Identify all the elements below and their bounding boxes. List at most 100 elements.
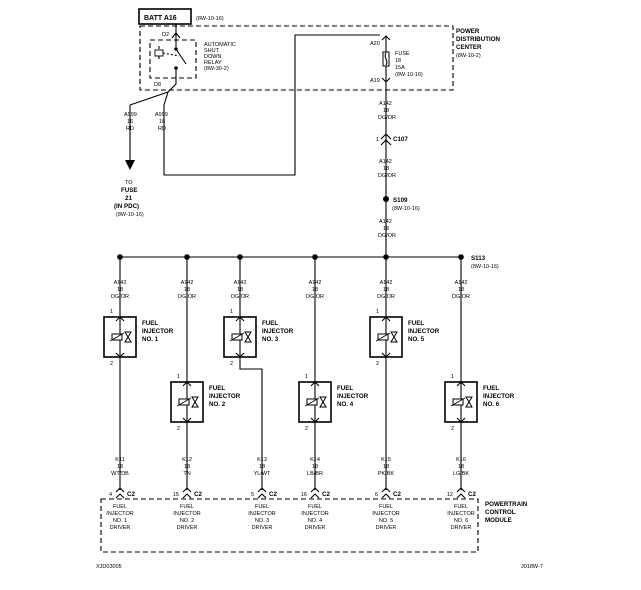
- svg-text:FUEL: FUEL: [408, 320, 424, 327]
- svg-text:K16: K16: [456, 457, 466, 463]
- svg-text:DG/OR: DG/OR: [378, 173, 396, 179]
- svg-text:INJECTOR: INJECTOR: [248, 511, 275, 517]
- pdc-boundary: [139, 25, 454, 91]
- svg-text:A142: A142: [181, 280, 194, 286]
- svg-text:(8W-10-16): (8W-10-16): [116, 212, 144, 218]
- svg-text:FUEL: FUEL: [209, 385, 225, 392]
- wire-label-a142-2: A142 18 DG/OR: [378, 159, 396, 179]
- fuse-15a: A20 A19 FUSE 18 15A (8W-10-16): [370, 35, 423, 84]
- svg-text:K12: K12: [182, 457, 192, 463]
- svg-text:(8W-10-2): (8W-10-2): [456, 53, 481, 59]
- wire-label-a999-right: A999 16 RD: [155, 112, 168, 132]
- svg-text:NO. 5: NO. 5: [379, 518, 393, 524]
- svg-text:1: 1: [230, 309, 233, 315]
- svg-text:18: 18: [237, 287, 243, 293]
- svg-text:C2: C2: [269, 491, 277, 498]
- svg-text:S109: S109: [393, 197, 408, 204]
- svg-text:1: 1: [451, 374, 454, 380]
- svg-text:18: 18: [117, 464, 123, 470]
- svg-text:A142: A142: [379, 219, 392, 225]
- svg-text:2: 2: [305, 426, 308, 432]
- svg-text:NO. 4: NO. 4: [337, 401, 354, 408]
- svg-text:RD: RD: [158, 126, 166, 132]
- svg-text:18: 18: [184, 287, 190, 293]
- svg-text:AUTOMATIC: AUTOMATIC: [204, 42, 236, 48]
- svg-text:INJECTOR: INJECTOR: [447, 511, 474, 517]
- splice-s113-label: S113 (8W-10-16): [471, 255, 499, 270]
- svg-text:15A: 15A: [395, 65, 405, 71]
- svg-text:K13: K13: [257, 457, 267, 463]
- svg-text:2: 2: [451, 426, 454, 432]
- svg-text:INJECTOR: INJECTOR: [209, 393, 241, 400]
- svg-text:FUSE: FUSE: [121, 187, 138, 194]
- svg-text:C2: C2: [194, 491, 202, 498]
- svg-text:LG/BK: LG/BK: [453, 471, 470, 477]
- svg-text:DG/OR: DG/OR: [178, 294, 196, 300]
- svg-text:INJECTOR: INJECTOR: [173, 511, 200, 517]
- batt-ref: (8W-10-16): [196, 16, 224, 22]
- svg-text:1: 1: [110, 309, 113, 315]
- svg-text:(8W-30-2): (8W-30-2): [204, 66, 229, 72]
- svg-text:(8W-10-16): (8W-10-16): [471, 264, 499, 270]
- svg-text:TN: TN: [183, 471, 190, 477]
- svg-text:18: 18: [458, 464, 464, 470]
- svg-text:NO. 2: NO. 2: [180, 518, 194, 524]
- svg-text:POWER: POWER: [456, 28, 480, 35]
- svg-text:A142: A142: [114, 280, 127, 286]
- wire-label-a142-1: A142 18 DG/OR: [378, 101, 396, 121]
- svg-text:INJECTOR: INJECTOR: [372, 511, 399, 517]
- footer-right: J018W-7: [521, 564, 543, 570]
- svg-text:A999: A999: [155, 112, 168, 118]
- svg-text:DG/OR: DG/OR: [377, 294, 395, 300]
- svg-text:18: 18: [383, 166, 389, 172]
- svg-text:A142: A142: [309, 280, 322, 286]
- svg-text:A142: A142: [379, 101, 392, 107]
- svg-text:FUEL: FUEL: [262, 320, 278, 327]
- svg-text:(IN PDC): (IN PDC): [114, 203, 139, 210]
- svg-text:16: 16: [159, 119, 165, 125]
- svg-text:DOWN: DOWN: [204, 54, 221, 60]
- svg-text:12: 12: [447, 492, 453, 498]
- pdc-label: POWER DISTRIBUTION CENTER (8W-10-2): [456, 28, 501, 59]
- relay-pin-top: D2: [162, 32, 169, 38]
- svg-text:INJECTOR: INJECTOR: [106, 511, 133, 517]
- splice-s109: S109 (8W-10-16): [383, 196, 420, 212]
- svg-text:A142: A142: [234, 280, 247, 286]
- svg-text:DRIVER: DRIVER: [252, 525, 273, 531]
- svg-text:RD: RD: [126, 126, 134, 132]
- svg-text:FUEL: FUEL: [483, 385, 499, 392]
- svg-text:K14: K14: [310, 457, 320, 463]
- svg-text:DG/OR: DG/OR: [378, 115, 396, 121]
- svg-text:18: 18: [184, 464, 190, 470]
- to-fuse-label: TO FUSE 21 (IN PDC) (8W-10-16): [114, 180, 144, 218]
- svg-text:MODULE: MODULE: [485, 517, 512, 524]
- svg-text:LB/BR: LB/BR: [307, 471, 323, 477]
- svg-text:YL/WT: YL/WT: [254, 471, 271, 477]
- svg-text:A142: A142: [455, 280, 468, 286]
- svg-text:RELAY: RELAY: [204, 60, 222, 66]
- svg-text:DISTRIBUTION: DISTRIBUTION: [456, 36, 501, 43]
- pcm-boundary: [100, 498, 479, 553]
- svg-text:NO. 1: NO. 1: [142, 336, 159, 343]
- svg-text:1: 1: [376, 309, 379, 315]
- svg-text:2: 2: [376, 361, 379, 367]
- svg-text:POWERTRAIN: POWERTRAIN: [485, 501, 528, 508]
- svg-text:1: 1: [305, 374, 308, 380]
- svg-text:FUEL: FUEL: [308, 504, 322, 510]
- svg-text:6: 6: [375, 492, 378, 498]
- svg-text:DRIVER: DRIVER: [376, 525, 397, 531]
- svg-text:DRIVER: DRIVER: [177, 525, 198, 531]
- svg-text:FUEL: FUEL: [180, 504, 194, 510]
- svg-text:18: 18: [383, 108, 389, 114]
- fuse-pin-bottom: A19: [370, 78, 380, 84]
- asd-relay: D2 D8 AUTOMATIC SHUT DOWN RELAY (8W-30-2…: [149, 24, 236, 88]
- svg-text:INJECTOR: INJECTOR: [262, 328, 294, 335]
- svg-text:18: 18: [383, 287, 389, 293]
- svg-text:C2: C2: [322, 491, 330, 498]
- svg-text:INJECTOR: INJECTOR: [337, 393, 369, 400]
- svg-text:NO. 1: NO. 1: [113, 518, 127, 524]
